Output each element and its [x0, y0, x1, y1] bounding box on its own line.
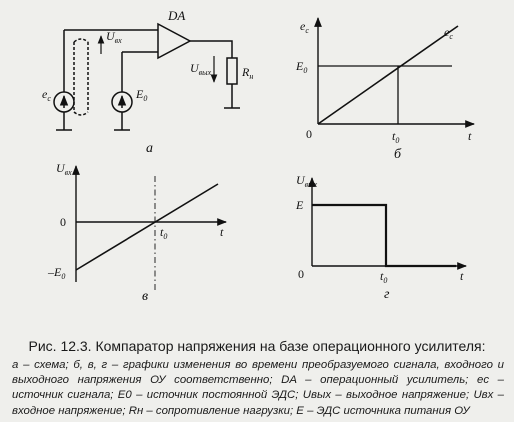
graph-g: Uвых E 0 t t0 г [295, 173, 467, 302]
graph-b-e0-label: E0 [295, 59, 307, 75]
output-voltage-label: Uвых [190, 61, 212, 77]
figure-caption-title: Рис. 12.3. Компаратор напряжения на базе… [28, 338, 486, 354]
input-voltage-label: Uвх [106, 29, 122, 45]
panel-label-b: б [394, 147, 402, 162]
signal-source-label: ec [42, 87, 51, 103]
graph-g-t0-label: t0 [380, 269, 387, 285]
graph-v-origin-label: 0 [60, 215, 66, 229]
graph-g-x-label: t [460, 269, 464, 283]
load-resistor-label: Rн [241, 65, 253, 81]
graph-b-origin-label: 0 [306, 127, 312, 141]
emf-source-label: E0 [135, 87, 147, 103]
graph-b-signal-line [317, 25, 459, 125]
opamp-symbol [157, 22, 192, 60]
graph-b-y-label: ec [300, 19, 309, 35]
graph-v-input-line [75, 183, 219, 271]
figure: DA Uвх Uвых Rн ec E0 а ec ec E0 0 t t0 б… [42, 8, 475, 304]
graph-v-neg-label: –E0 [47, 265, 65, 281]
panel-label-a: а [146, 141, 153, 156]
graph-g-output-step [312, 203, 456, 268]
opamp-label: DA [167, 8, 185, 23]
input-voltage-loop [73, 38, 89, 116]
graph-b: ec ec E0 0 t t0 б [295, 17, 475, 162]
circuit-diagram [53, 22, 240, 131]
graph-v-t0-label: t0 [160, 225, 167, 241]
graph-v-x-label: t [220, 225, 224, 239]
graph-b-t0-label: t0 [392, 129, 399, 145]
graph-g-e-label: E [295, 198, 304, 212]
graph-b-curve-label: ec [444, 25, 453, 41]
figure-caption-body: а – схема; б, в, г – графики изменения в… [12, 359, 504, 417]
graph-v: Uвх 0 –E0 t t0 в [47, 161, 227, 304]
graph-b-x-label: t [468, 129, 472, 143]
graph-g-y-label: Uвых [296, 173, 318, 189]
graph-g-origin-label: 0 [298, 267, 304, 281]
panel-label-v: в [142, 289, 148, 304]
panel-label-g: г [384, 287, 390, 302]
load-resistor-symbol [226, 57, 238, 85]
graph-v-y-label: Uвх [56, 161, 72, 177]
